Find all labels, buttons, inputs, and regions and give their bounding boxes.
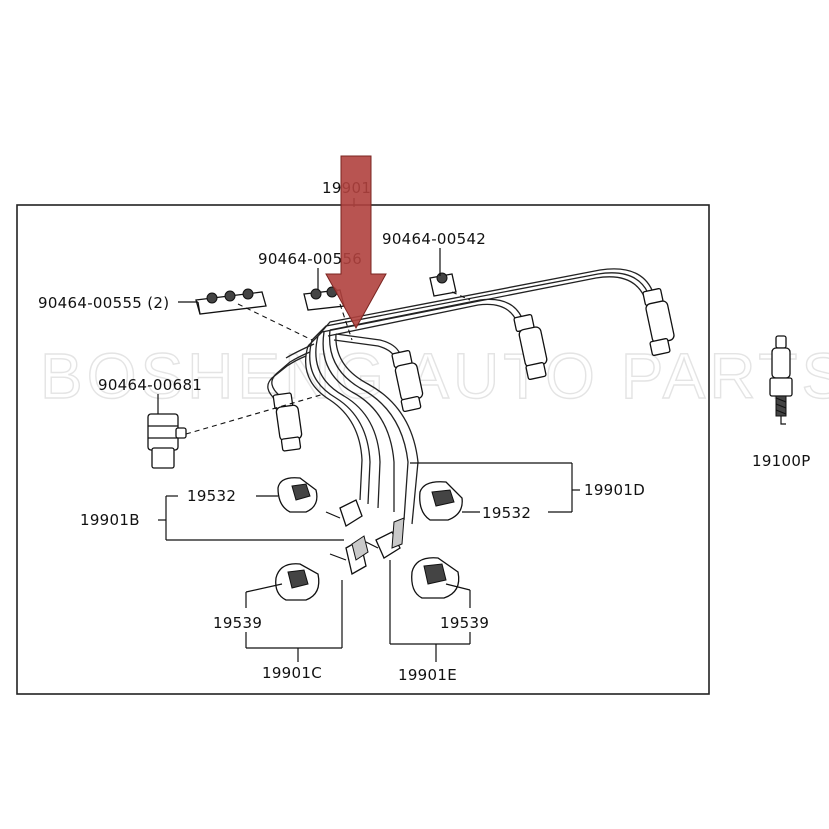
plug-boot-middle [513,314,548,380]
label-wire-b: 19901B [80,511,140,529]
label-wire-e: 19901E [398,666,457,684]
plug-boot-right [642,288,675,356]
plug-boot-short [391,350,424,413]
label-cap-left: 19539 [213,614,262,632]
label-cap-right: 19539 [440,614,489,632]
coil-terminals [325,499,405,575]
label-clamp-upper-center: 90464-00556 [258,250,362,268]
clamp-right-icon [429,272,457,297]
cap-left-icon [275,563,320,601]
clamp-bracket-icon [147,413,187,469]
spark-plug-icon [769,335,793,425]
clamp-left-icon [195,288,267,315]
label-clamp-bracket: 90464-00681 [98,376,202,394]
label-clamp-left: 90464-00555 (2) [38,294,169,312]
clamp-center-icon [303,286,345,311]
label-spark-plug: 19100P [752,452,811,470]
label-wire-c: 19901C [262,664,322,682]
cap-right-icon [411,557,460,599]
boot-left-icon [277,477,318,513]
label-boot-left: 19532 [187,487,236,505]
label-boot-right: 19532 [482,504,531,522]
label-clamp-upper-right: 90464-00542 [382,230,486,248]
highlight-arrow-icon [325,155,387,330]
plug-boot-left [272,392,303,452]
boot-right-icon [419,481,463,521]
watermark-text: BOSHENG AUTO PARTS [40,340,829,412]
label-wire-d: 19901D [584,481,645,499]
